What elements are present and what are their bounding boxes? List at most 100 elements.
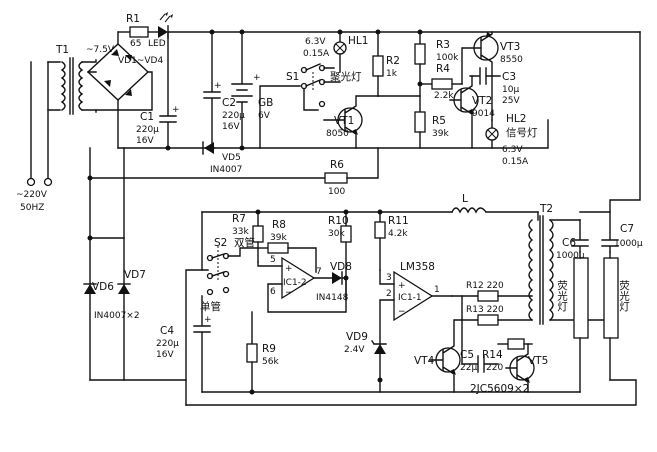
gb-plus: + [253,73,261,83]
label-r3: R3 [436,39,450,51]
label-vt5: VT5 [528,355,548,367]
capacitor-c5: C5 22μ [460,295,499,373]
label-hl1: HL1 [348,35,368,47]
fluorescent-lamp-2: 荧光灯 [603,251,630,381]
label-pin3: 3 [386,273,392,283]
label-c1-voltage: 16V [136,136,154,146]
label-r3-value: 100k [436,53,459,63]
label-r1: R1 [126,13,140,25]
label-pin1: 1 [434,285,440,295]
lamp-hl1: 6.3V 0.15A HL1 [303,29,368,73]
label-t2: T2 [539,203,553,215]
c1-plus: + [172,105,180,115]
transistor-vt1: VT1 8050 [323,95,379,149]
label-r10-value: 30k [328,229,345,239]
opamp-ic1-1: LM358 IC1-1 + − 3 2 1 [345,261,453,381]
label-t1-secondary: ~7.5V [86,45,115,55]
label-vd5: VD5 [222,153,241,163]
resistor-r9: R9 56k [246,311,279,393]
wire-left-rail-124 [89,147,125,239]
resistor-r13: R13 220 [461,305,533,326]
resistor-r7: R7 33k [232,209,264,263]
capacitor-c6: C6 1000μ [556,219,589,261]
label-r6: R6 [330,159,344,171]
label-r7-value: 33k [232,227,249,237]
diodes-vd6-vd7: VD6 VD7 IN4007×2 [83,237,146,381]
label-vd7: VD7 [124,269,146,281]
zener-vd9: VD9 2.4V [344,331,387,355]
inductor-l: L [451,193,487,214]
fluorescent-lamp-1: 荧光灯 [556,251,589,393]
label-r12: R12 220 [466,281,504,291]
label-t1: T1 [55,44,69,56]
label-r13: R13 220 [466,305,504,315]
label-vt2-type: 9014 [472,109,495,119]
transistor-vt3: VT3 8550 [461,31,523,121]
label-c6: C6 [562,237,576,249]
label-ic1-2-minus: − [285,288,293,298]
wire-bottom-return [123,379,637,406]
label-mains-voltage: ~220V [16,190,48,200]
label-r9: R9 [262,343,276,355]
label-r9-value: 56k [262,357,279,367]
label-hl1-current: 0.15A [303,49,330,59]
label-r6-value: 100 [328,187,345,197]
label-c2-cap: 220μ [222,111,245,121]
resistor-r8: R8 39k [257,219,317,273]
label-ic1-1: IC1-1 [398,293,422,303]
label-vd5-type: IN4007 [210,165,242,175]
resistor-r10: R10 30k [328,209,352,269]
label-c5-value: 22μ [460,363,477,373]
label-r4-value: 2.2k [434,91,454,101]
resistor-r6: R6 100 [87,147,379,197]
label-pin6: 6 [270,287,276,297]
resistor-r14: R14 220 [482,338,533,373]
switch-s2: S2 双管 单管 [185,211,259,406]
label-r2-value: 1k [386,69,398,79]
lamp-hl2: HL2 信号灯 6.3V 0.15A [485,113,538,167]
label-c5: C5 [460,349,474,361]
label-vt2: VT2 [472,95,492,107]
label-r5-value: 39k [432,129,449,139]
label-c7: C7 [620,223,634,235]
label-vd9: VD9 [346,331,368,343]
mains-input: ~220V 50HZ [16,61,53,213]
capacitor-c1: + C1 220μ 16V [136,31,180,149]
label-r11-value: 4.2k [388,229,408,239]
label-fluor-lamp-2: 荧光灯 [618,279,630,312]
label-r14-value: 220 [486,363,503,373]
label-s1: S1 [286,71,299,83]
label-s2: S2 [214,237,227,249]
label-c3: C3 [502,71,516,83]
label-vd9-voltage: 2.4V [344,345,365,355]
label-r7: R7 [232,213,246,225]
opamp-ic1-2: IC1-2 + − 5 6 7 [257,255,347,313]
label-pin2: 2 [386,289,392,299]
label-pin5: 5 [270,255,276,265]
label-gb-voltage: 6V [258,111,271,121]
resistor-network-r3-r5: R3 100k R4 2.2k R5 39k [377,29,463,149]
label-l: L [462,193,468,205]
label-c1: C1 [140,111,154,123]
label-r11: R11 [388,215,409,227]
capacitor-c7: C7 1000μ [579,211,643,253]
label-c2: C2 [222,97,236,109]
label-led: LED [148,39,166,49]
label-lm358: LM358 [400,261,435,273]
transformer-t2: T2 [528,203,611,325]
label-vd6-vd7-type: IN4007×2 [94,311,140,321]
capacitor-c2: + C2 220μ 16V [203,29,245,149]
switch-s1: S1 聚光灯 [259,63,362,149]
resistor-r12: R12 220 [451,281,533,302]
battery-gb: + GB 6V [231,29,273,149]
label-gb: GB [258,97,273,109]
diode-vd5: VD5 IN4007 [202,141,242,175]
resistor-r11: R11 4.2k [374,209,409,271]
transistor-vt4: VT4 [414,319,463,393]
label-hl1-voltage: 6.3V [305,37,326,47]
label-fluor-lamp-1: 荧光灯 [556,279,568,312]
label-r8-value: 39k [270,233,287,243]
resistor-r2: R2 1k [372,29,400,97]
wire-rail-148 [117,119,549,149]
